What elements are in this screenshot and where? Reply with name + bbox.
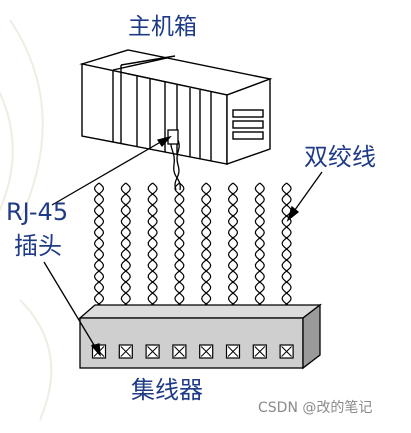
hub-port-cross	[281, 346, 292, 357]
hub-port-cross	[147, 346, 158, 357]
rj45-pointer-line	[51, 139, 165, 206]
hub-body	[78, 303, 322, 370]
hub-label: 集线器	[131, 376, 203, 404]
annotation-arrows	[43, 135, 323, 357]
watermark: CSDN @改的笔记	[258, 400, 373, 416]
hub-port-cross	[254, 346, 266, 357]
hub-ports	[91, 344, 294, 359]
hub-port-cross	[174, 346, 185, 357]
hub-port-cross	[200, 346, 212, 357]
plug-label: 插头	[14, 232, 62, 260]
twisted-pair-label: 双绞线	[304, 143, 376, 171]
host-case-label: 主机箱	[128, 14, 197, 40]
background-arcs	[0, 19, 53, 421]
twisted-pair-pointer-line	[291, 171, 323, 215]
plug-pointer-line	[43, 261, 98, 351]
twisted-pair-arrowhead	[286, 205, 300, 222]
host-cable	[167, 129, 181, 191]
host-computer-case	[79, 49, 273, 165]
hub-port-cross	[120, 346, 132, 357]
rj45-label: RJ-45	[6, 198, 69, 226]
rj45-arrowhead	[156, 135, 172, 148]
hub-port-cross	[227, 346, 239, 357]
plug-arrowhead	[90, 343, 101, 357]
